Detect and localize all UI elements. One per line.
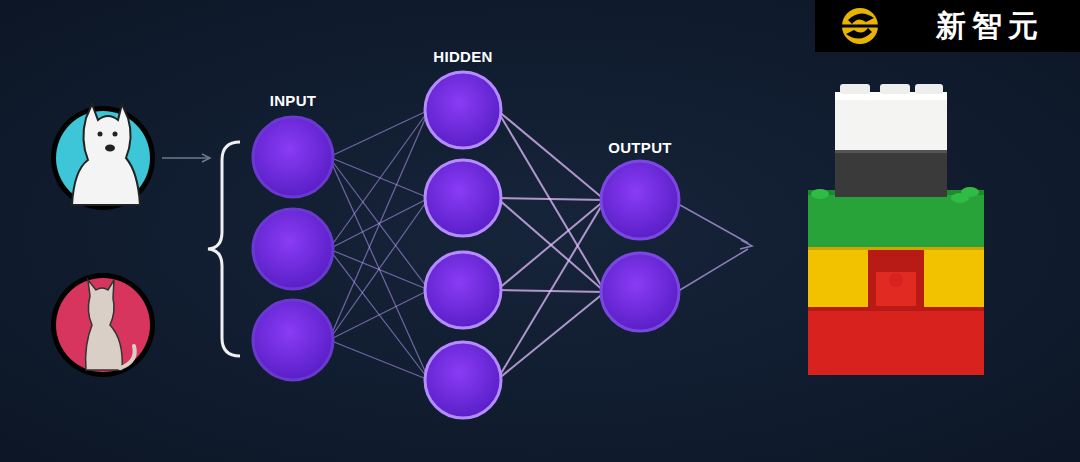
watermark-logo (822, 8, 898, 44)
neuron (253, 300, 333, 380)
watermark-box (815, 0, 1080, 52)
weight-line (329, 110, 429, 249)
watermark: 新智元 (936, 6, 1044, 47)
output-arrow (680, 249, 748, 290)
weight-line (329, 110, 429, 340)
weight-line (329, 110, 429, 157)
connection-lines (329, 110, 605, 380)
neuron (425, 252, 501, 328)
layer-label: OUTPUT (608, 139, 671, 156)
neuron (425, 160, 501, 236)
weight-line (497, 198, 605, 292)
neuron (601, 253, 679, 331)
output-arrowhead (740, 240, 752, 249)
layer-label: HIDDEN (433, 48, 492, 65)
weight-line (497, 198, 605, 200)
input-arrowhead (202, 154, 210, 162)
weight-line (497, 292, 605, 380)
weight-line (497, 110, 605, 292)
weight-line (329, 198, 429, 340)
neuron (601, 161, 679, 239)
neuron (253, 117, 333, 197)
bracket (208, 142, 240, 356)
weight-line (329, 340, 429, 380)
cat-icon (51, 273, 155, 377)
weight-line (329, 290, 429, 340)
lego-figure (808, 84, 984, 375)
weight-line (497, 110, 605, 200)
input-arrow (162, 157, 208, 159)
weight-line (329, 157, 429, 380)
output-arrow (680, 205, 748, 243)
dog-icon (51, 104, 155, 210)
weight-line (497, 200, 605, 380)
neuron (425, 342, 501, 418)
neuron (425, 72, 501, 148)
weight-line (497, 200, 605, 290)
neuron (253, 209, 333, 289)
layer-label: INPUT (270, 92, 317, 109)
neuron-circles (253, 72, 679, 418)
